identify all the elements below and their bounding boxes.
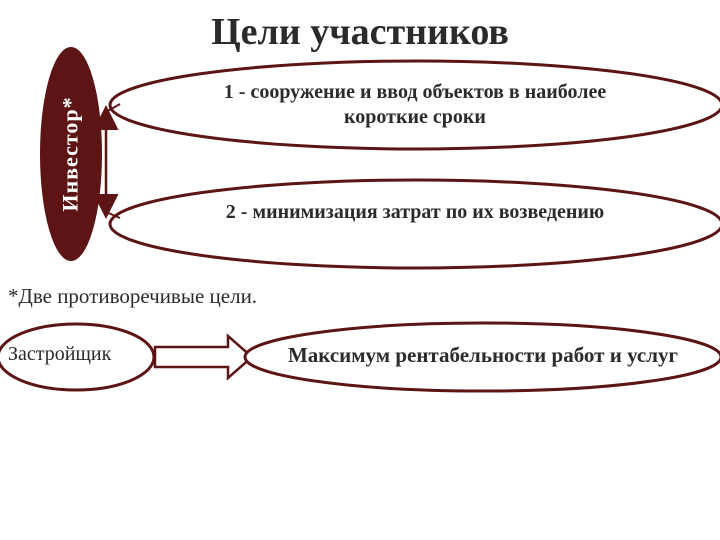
contradiction-note: *Две противоречивые цели. [8,284,258,308]
goal-2-text: 2 - минимизация затрат по их возведению [225,201,605,223]
developer-goal-text: Максимум рентабельности работ и услуг [287,343,679,367]
slide-title-text: Цели участников [211,11,509,53]
developer-label: Застройщик [8,343,112,365]
developer-arrow [153,333,254,381]
goal-1-text: 1 - сооружение и ввод объектов в наиболе… [223,81,607,128]
goal-2-oval [108,178,720,270]
investor-label-wrap: Инвестор* [40,47,102,261]
investor-pill [40,47,102,261]
arrow-to-goal-1 [105,103,121,113]
slide-title: Цели участников [0,10,720,54]
max-goal-oval [243,321,720,393]
arrow-to-goal-2 [105,211,121,219]
investor-label: Инвестор* [58,96,83,212]
